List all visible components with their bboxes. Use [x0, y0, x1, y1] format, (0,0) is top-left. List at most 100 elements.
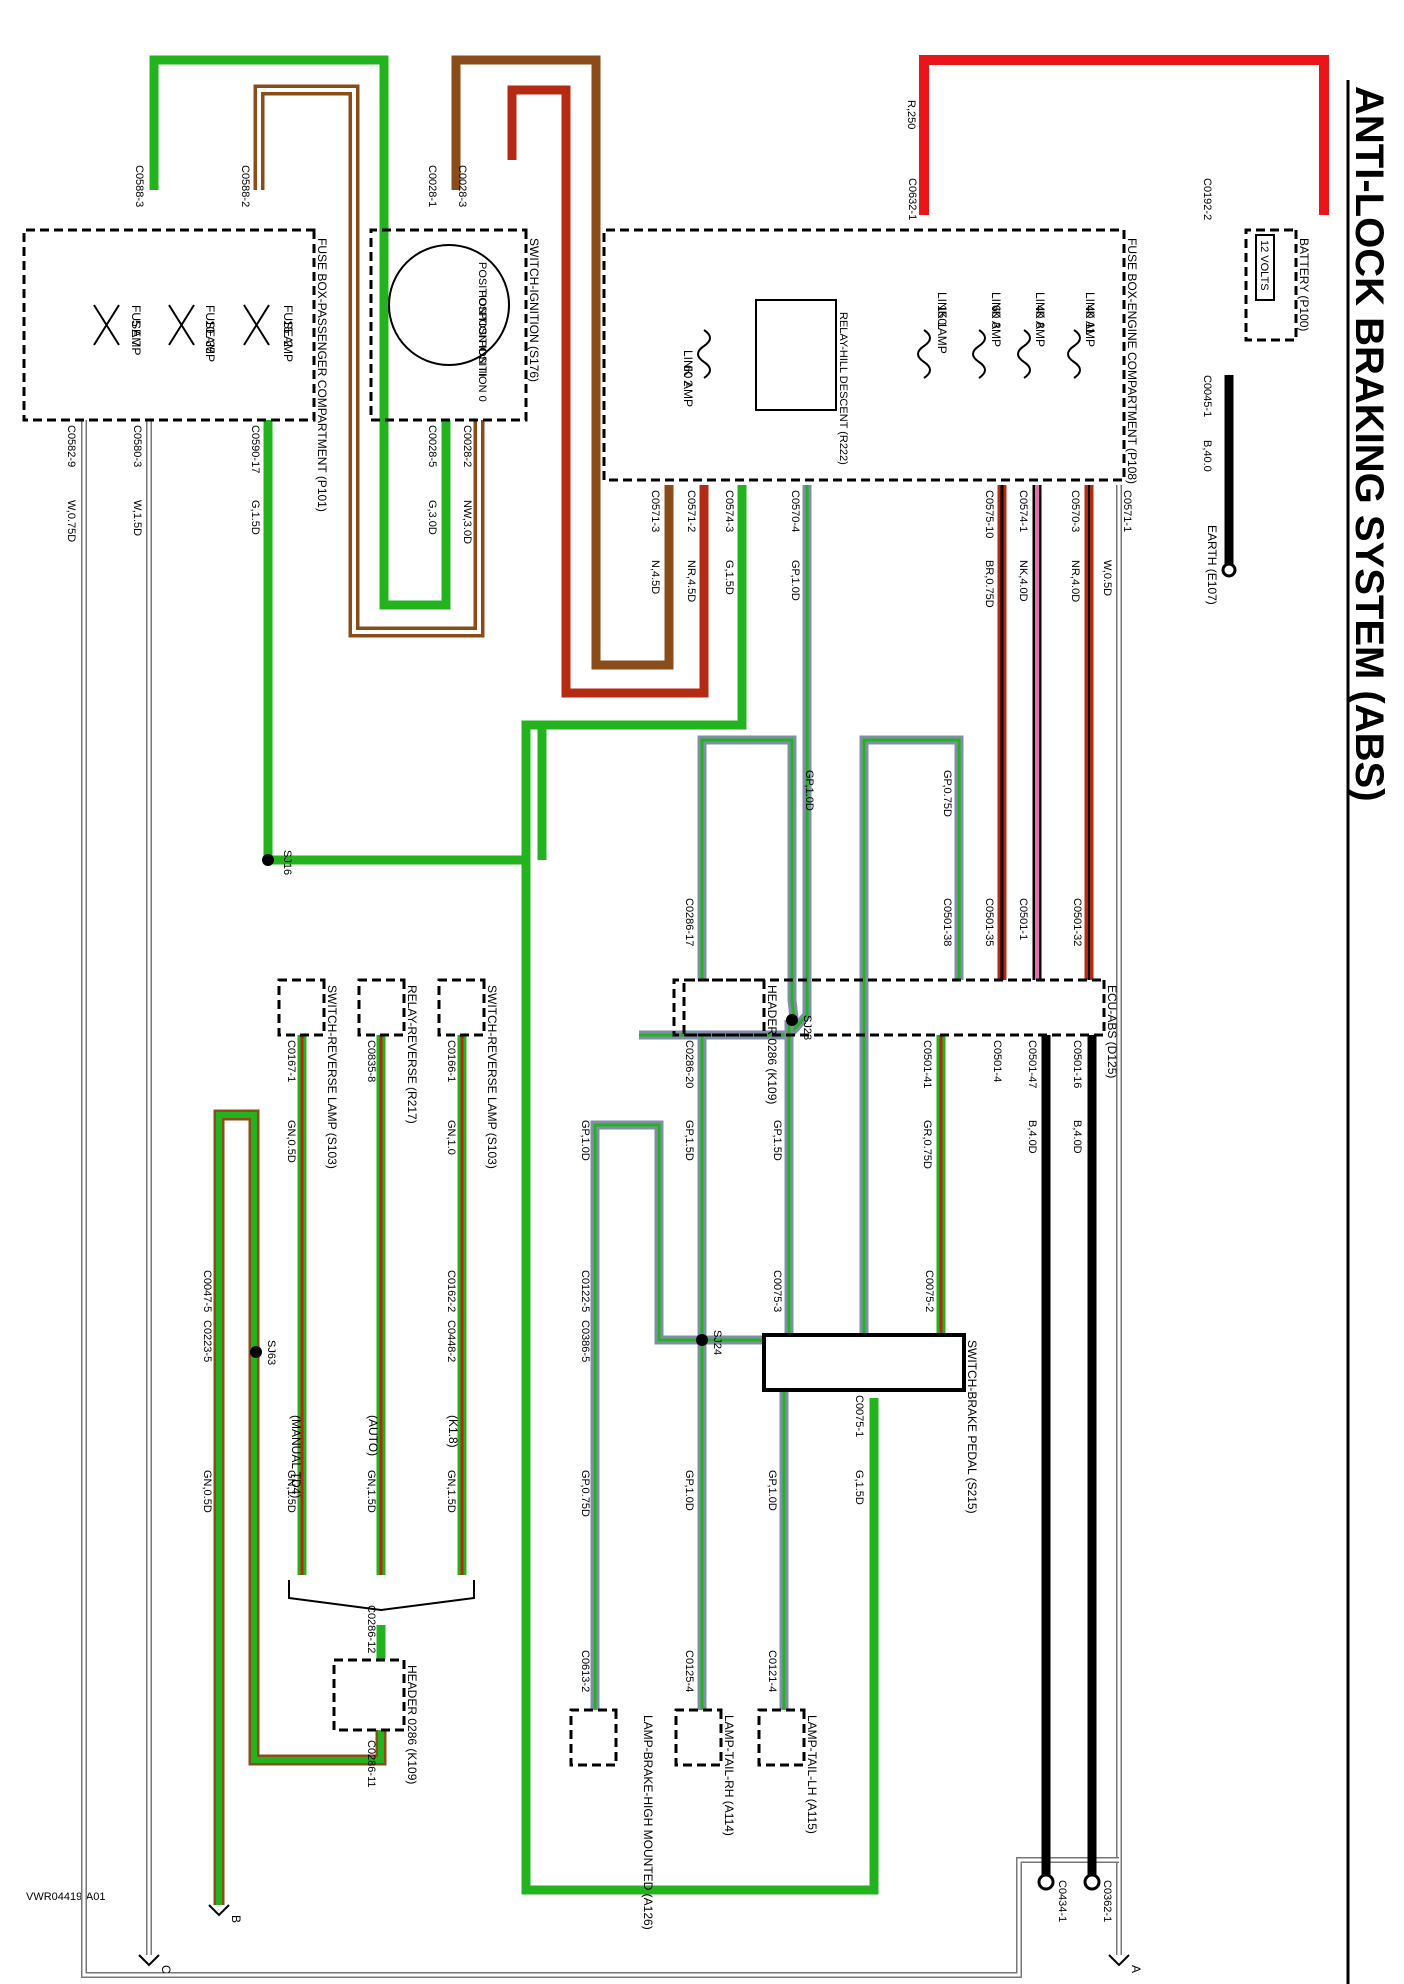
conn-c0501-47: C0501-47 [1026, 1040, 1038, 1088]
label-switch-reverse-2: SWITCH-REVERSE LAMP (S103) [325, 985, 339, 1169]
ecu-abs-box [682, 978, 1106, 1037]
wire-label-nk40d: NK,4.0D [1017, 560, 1029, 602]
label-fusebox-engine: FUSE BOX-ENGINE COMPARTMENT (P108) [1125, 238, 1139, 484]
label-link2-amp: 60 AMP [681, 365, 695, 407]
battery-box [1244, 228, 1298, 342]
wire-label-gp10-a: GP,1.0D [789, 560, 801, 601]
conn-c0075-2: C0075-2 [923, 1270, 935, 1312]
wire-label-gp075-b: GP,0.75D [579, 1470, 591, 1517]
label-link11-amp: 40 AMP [1083, 305, 1097, 347]
eyelet-c0362-1 [1083, 1873, 1101, 1891]
variant-manual: (MANUAL TD4) [289, 1415, 303, 1498]
label-relay-hill: RELAY-HILL DESCENT (R222) [837, 312, 849, 465]
splice-sj63 [250, 1346, 262, 1358]
conn-c0075-3: C0075-3 [771, 1270, 783, 1312]
header-k109-bottom-box [332, 1658, 406, 1732]
wire-gp10-header [697, 735, 799, 1019]
label-header-k109-bottom: HEADER 0286 (K109) [405, 1665, 419, 1784]
wire-label-b40d-1: B,4.0D [1071, 1120, 1083, 1154]
wire-label-g15-a: G,1.5D [723, 560, 735, 595]
label-switch-ignition: SWITCH-IGNITION (S176) [527, 238, 541, 382]
wire-n45d [451, 55, 674, 670]
ignition-pos-2: POSITION II [476, 290, 488, 352]
label-link1: LINK 1 [935, 292, 949, 329]
label-lamp-brake-high: LAMP-BRAKE-HIGH MOUNTED (A126) [641, 1715, 655, 1930]
label-link2: LINK 2 [681, 350, 695, 387]
conn-c0588-2: C0588-2 [239, 165, 251, 207]
wire-label-nr40d: NR,4.0D [1069, 560, 1081, 602]
wire-battery-feed [919, 55, 1329, 215]
conn-c0167-1: C0167-1 [285, 1040, 297, 1082]
conn-c0028-2: C0028-2 [461, 425, 473, 467]
wire-label-gn05-a: GN,0.5D [285, 1120, 297, 1163]
fusebox-passenger-box [22, 228, 316, 422]
conn-c0286-20: C0286-20 [683, 1040, 695, 1088]
conn-c0590-17: C0590-17 [249, 425, 261, 473]
wire-label-br075d: BR,0.75D [983, 560, 995, 608]
wire-label-gn15-a: GN,1.5D [445, 1470, 457, 1513]
wire-g15-c0574 [537, 485, 747, 860]
conn-c0286-17: C0286-17 [683, 898, 695, 946]
label-earth: EARTH (E107) [1205, 525, 1219, 605]
conn-c0223-5: C0223-5 [201, 1320, 213, 1362]
label-link3-amp: 60 AMP [989, 305, 1003, 347]
wire-label-gp075-a: GP,0.75D [941, 770, 953, 817]
off-page-a-arrow [1108, 1954, 1130, 1967]
eyelet-c0434-1 [1037, 1873, 1055, 1891]
switch-reverse-2-box [277, 978, 326, 1037]
conn-c0162-2: C0162-2 [445, 1270, 457, 1312]
label-switch-reverse-1: SWITCH-REVERSE LAMP (S103) [485, 985, 499, 1169]
label-fuse35: FUSE 35 [203, 305, 217, 354]
label-link1-amp: 150 AMP [935, 305, 949, 354]
label-sj23: SJ23 [801, 1015, 813, 1040]
wire-label-gn15-c: GN,1.5D [285, 1470, 297, 1513]
label-battery-volts: 12 VOLTS [1258, 240, 1270, 291]
connector-labels: C0192-2 C0045-1 C0632-1 C0571-1 C0570-3 … [65, 165, 1213, 1922]
wire-label-w075d: W,0.75D [65, 500, 77, 542]
label-fusebox-passenger: FUSE BOX-PASSENGER COMPARTMENT (P101) [315, 238, 329, 512]
wire-label-r250: R,250 [905, 100, 917, 129]
wire-w075d [81, 420, 1119, 1978]
conn-c0045-1: C0045-1 [1201, 375, 1213, 417]
conn-c0362-1: C0362-1 [1101, 1880, 1113, 1922]
wire-label-gp10-e: GP,1.0D [683, 1470, 695, 1511]
relay-reverse-box [357, 978, 406, 1037]
wire-label-n45d: N,4.5D [649, 560, 661, 594]
off-page-a: A [1129, 1965, 1143, 1973]
conn-c0501-35: C0501-35 [983, 898, 995, 946]
label-sj16: SJ16 [281, 850, 293, 875]
conn-c0570-3: C0570-3 [1069, 490, 1081, 532]
wire-label-gp10-c: GP,1.0D [579, 1120, 591, 1161]
conn-c0125-4: C0125-4 [683, 1650, 695, 1692]
ignition-pos-3: POSITION III [476, 312, 488, 377]
wire-label-w05d: W,0.5D [1101, 560, 1113, 596]
conn-c0448-2: C0448-2 [445, 1320, 457, 1362]
ignition-pos-1: POSITION I [476, 262, 488, 321]
wire-label-gp10-d: GP,1.0D [766, 1470, 778, 1511]
conn-c0286-12: C0286-12 [365, 1605, 377, 1653]
conn-c0047-5: C0047-5 [201, 1270, 213, 1312]
wire-label-nw30d: NW,3.0D [461, 500, 473, 544]
conn-c0122-5: C0122-5 [579, 1270, 591, 1312]
conn-c0028-3: C0028-3 [456, 165, 468, 207]
conn-c0028-1: C0028-1 [426, 165, 438, 207]
relay-hill-box [755, 299, 837, 411]
label-relay-reverse: RELAY-REVERSE (R217) [405, 985, 419, 1124]
label-sj63: SJ63 [265, 1340, 277, 1365]
off-page-c: C [159, 1965, 173, 1974]
lamp-tail-lh-box [757, 1708, 806, 1767]
lamp-brake-high-box [569, 1708, 618, 1767]
conn-c0286-11: C0286-11 [365, 1740, 377, 1788]
switch-brake-box [762, 1333, 966, 1392]
conn-c0501-16: C0501-16 [1071, 1040, 1083, 1088]
label-header-k109-top: HEADER 0286 (K109) [765, 985, 779, 1104]
splice-sj24 [696, 1334, 708, 1346]
wire-nr45d [507, 85, 709, 698]
label-link11: LINK 11 [1083, 292, 1097, 335]
wire-label-g30d: G,3.0D [426, 500, 438, 535]
wire-label-gn05-b: GN,0.5D [201, 1470, 213, 1513]
label-lamp-tail-rh: LAMP-TAIL-RH (A114) [722, 1715, 736, 1836]
conn-c0501-1: C0501-1 [1017, 898, 1029, 940]
wire-label-gr075d: GR,0.75D [921, 1120, 933, 1169]
